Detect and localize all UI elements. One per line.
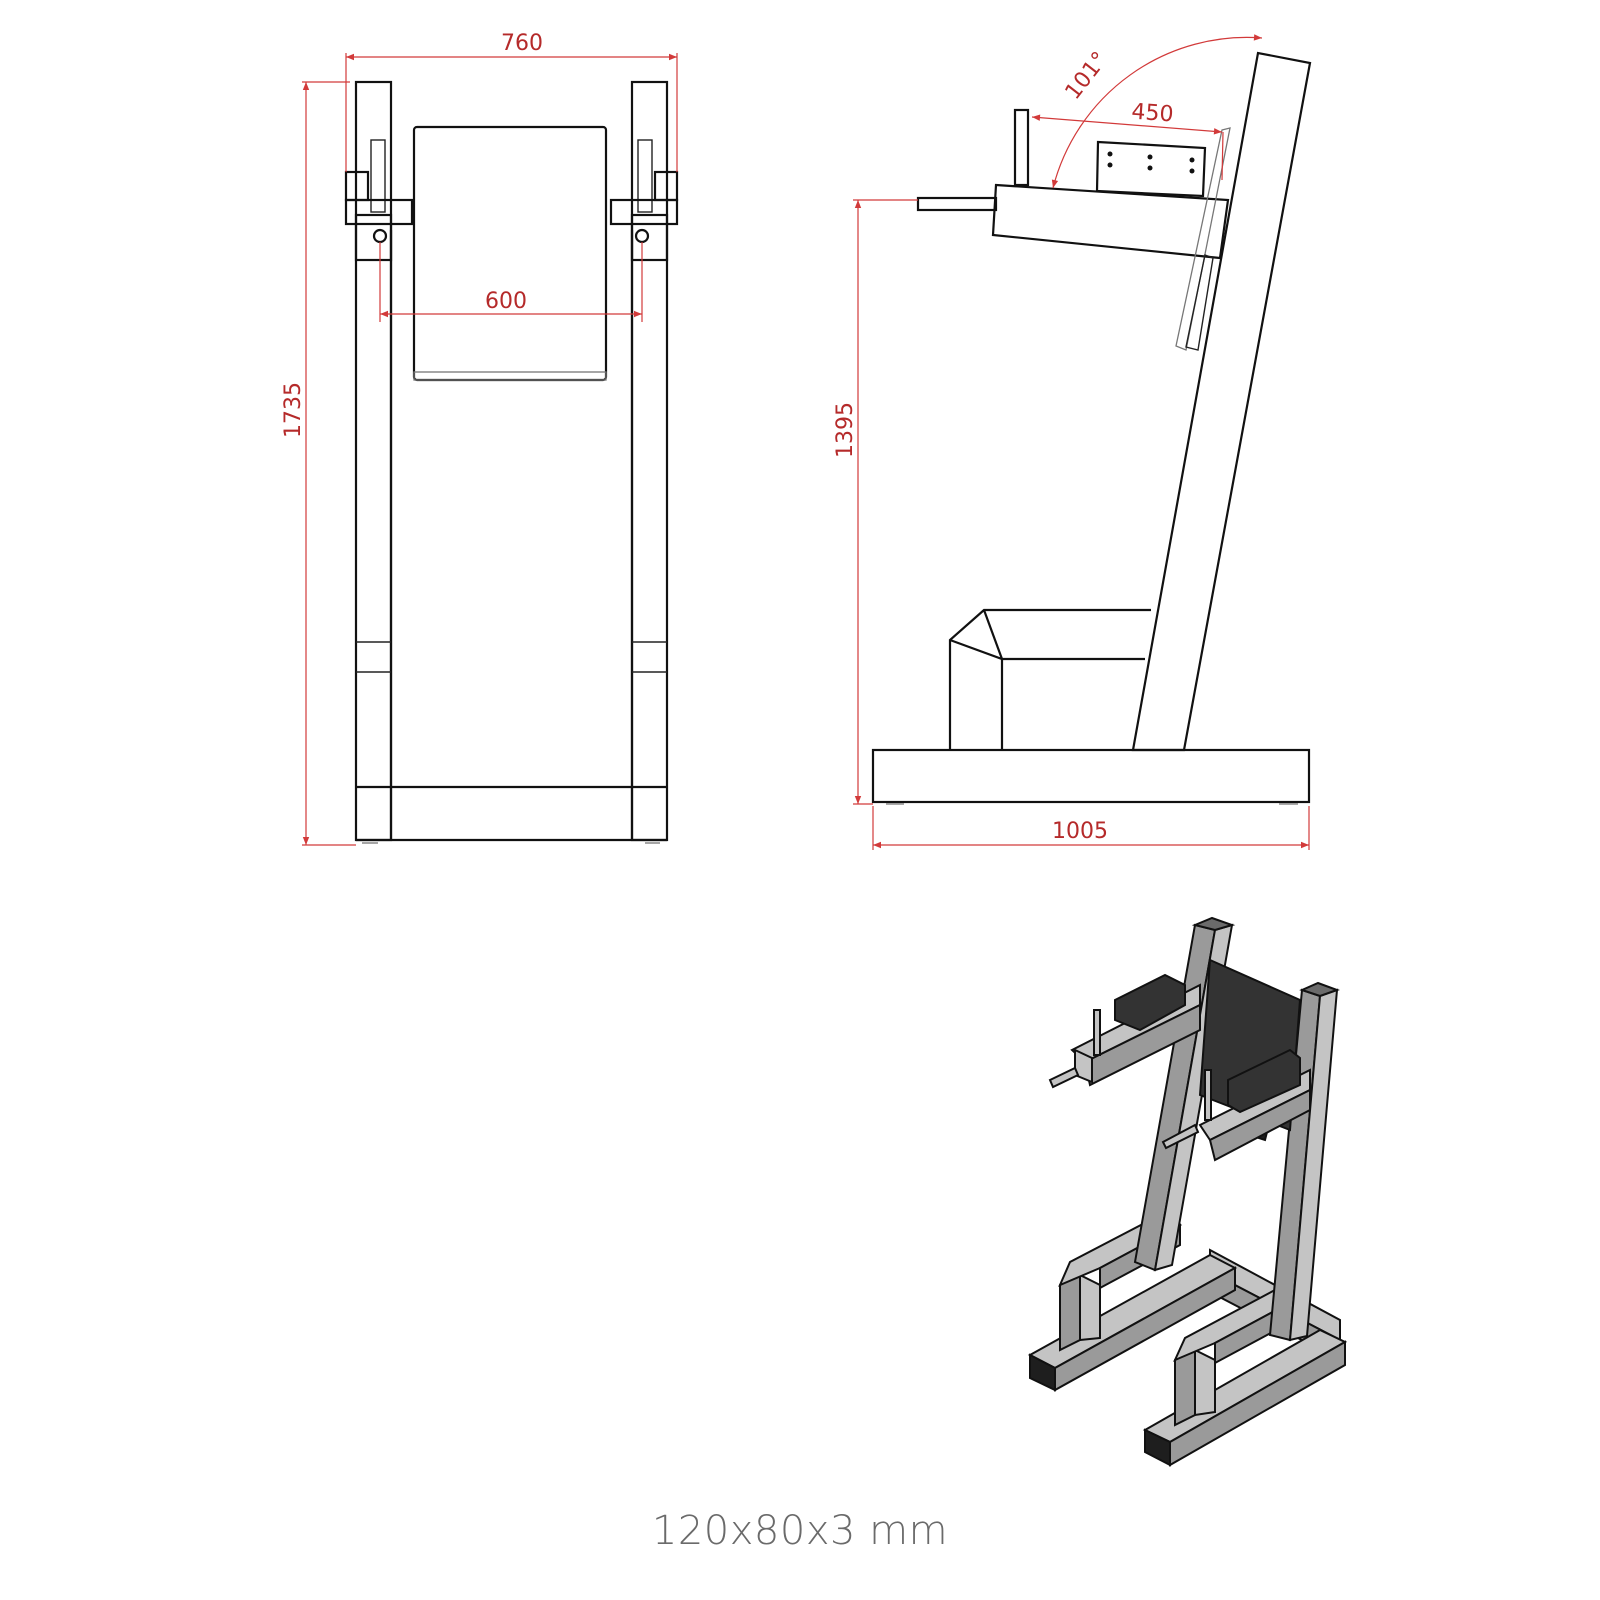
side-view xyxy=(853,34,1312,850)
front-view xyxy=(302,53,679,846)
dim-base-depth: 1005 xyxy=(1052,819,1108,844)
dim-handle-spacing: 600 xyxy=(485,289,527,314)
dim-arm-height: 1395 xyxy=(833,402,858,458)
isometric-view xyxy=(1027,916,1348,1467)
dim-overall-height: 1735 xyxy=(281,382,306,438)
dim-overall-width: 760 xyxy=(501,31,543,56)
tube-spec-caption: 120x80x3 mm xyxy=(651,1508,949,1554)
dim-handle-length: 450 xyxy=(1131,100,1175,128)
